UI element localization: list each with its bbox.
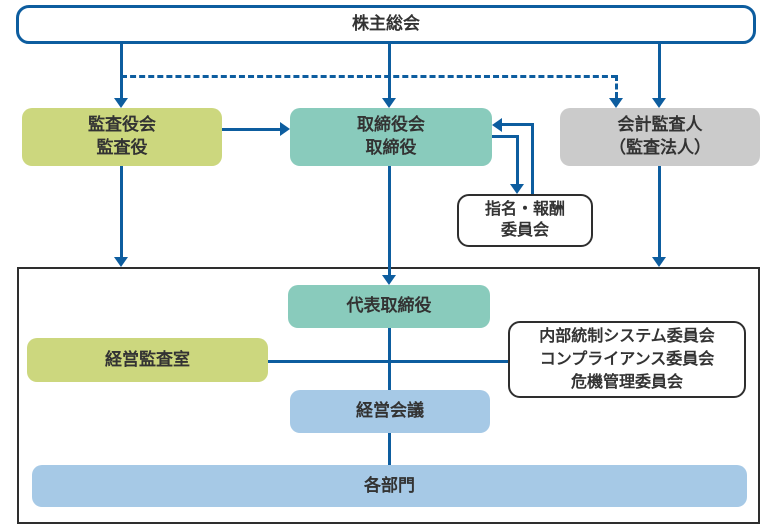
connector-board-to-representative bbox=[388, 166, 391, 276]
connector-shareholders-to-board bbox=[388, 44, 391, 100]
arrowhead-left-icon bbox=[492, 118, 502, 132]
arrowhead-down-icon bbox=[652, 257, 666, 267]
node-label: 経営会議 bbox=[356, 401, 424, 421]
arrowhead-down-icon bbox=[114, 98, 128, 108]
connector-board-to-nomination bbox=[492, 135, 519, 138]
arrowhead-down-icon bbox=[382, 275, 396, 285]
node-label: 監査役会 bbox=[88, 115, 156, 135]
node-label: 経営監査室 bbox=[105, 349, 190, 369]
node-accounting-auditor: 会計監査人 （監査法人） bbox=[560, 108, 760, 166]
node-label: 各部門 bbox=[364, 475, 415, 495]
node-label: 指名・報酬 bbox=[484, 200, 565, 218]
connector-nomination-to-board bbox=[502, 123, 534, 126]
node-management-audit-office: 経営監査室 bbox=[27, 338, 268, 382]
node-label: 監査役 bbox=[96, 138, 148, 157]
connector-dashed-horizontal bbox=[121, 75, 617, 78]
connector-auditor-down bbox=[658, 166, 661, 258]
node-management-council: 経営会議 bbox=[290, 390, 490, 433]
node-representative-director: 代表取締役 bbox=[288, 285, 490, 328]
connector-audit-office-to-committees bbox=[268, 360, 508, 363]
node-label: 代表取締役 bbox=[346, 296, 432, 316]
node-label: 内部統制システム委員会 bbox=[539, 327, 715, 345]
node-departments: 各部門 bbox=[32, 465, 747, 507]
node-label: （監査法人） bbox=[609, 138, 711, 157]
connector-audit-board-down bbox=[120, 166, 123, 258]
node-audit-board: 監査役会 監査役 bbox=[22, 108, 222, 166]
arrowhead-down-icon bbox=[609, 98, 623, 108]
arrowhead-down-icon bbox=[114, 257, 128, 267]
node-label: 株主総会 bbox=[352, 14, 420, 34]
node-label: 委員会 bbox=[500, 221, 549, 239]
connector-representative-to-council bbox=[388, 328, 391, 390]
arrowhead-down-icon bbox=[382, 98, 396, 108]
connector-shareholders-to-audit-board bbox=[120, 44, 123, 100]
connector-shareholders-to-auditor bbox=[658, 44, 661, 100]
connector-dashed-to-auditor bbox=[615, 75, 618, 98]
node-nomination-compensation-committee: 指名・報酬 委員会 bbox=[457, 194, 593, 247]
arrowhead-down-icon bbox=[510, 184, 524, 194]
node-label: コンプライアンス委員会 bbox=[539, 350, 715, 368]
node-label: 取締役 bbox=[365, 138, 417, 157]
node-board-of-directors: 取締役会 取締役 bbox=[290, 108, 492, 166]
connector-audit-board-to-board bbox=[222, 128, 280, 131]
node-label: 取締役会 bbox=[357, 115, 425, 135]
connector-nomination-to-board bbox=[531, 124, 534, 195]
node-shareholders-meeting: 株主総会 bbox=[16, 5, 756, 44]
node-internal-committees: 内部統制システム委員会 コンプライアンス委員会 危機管理委員会 bbox=[508, 321, 746, 398]
arrowhead-down-icon bbox=[652, 98, 666, 108]
connector-council-to-departments bbox=[388, 433, 391, 465]
connector-board-to-nomination bbox=[516, 135, 519, 185]
arrowhead-right-icon bbox=[280, 122, 290, 136]
node-label: 危機管理委員会 bbox=[570, 374, 683, 392]
node-label: 会計監査人 bbox=[617, 115, 703, 135]
